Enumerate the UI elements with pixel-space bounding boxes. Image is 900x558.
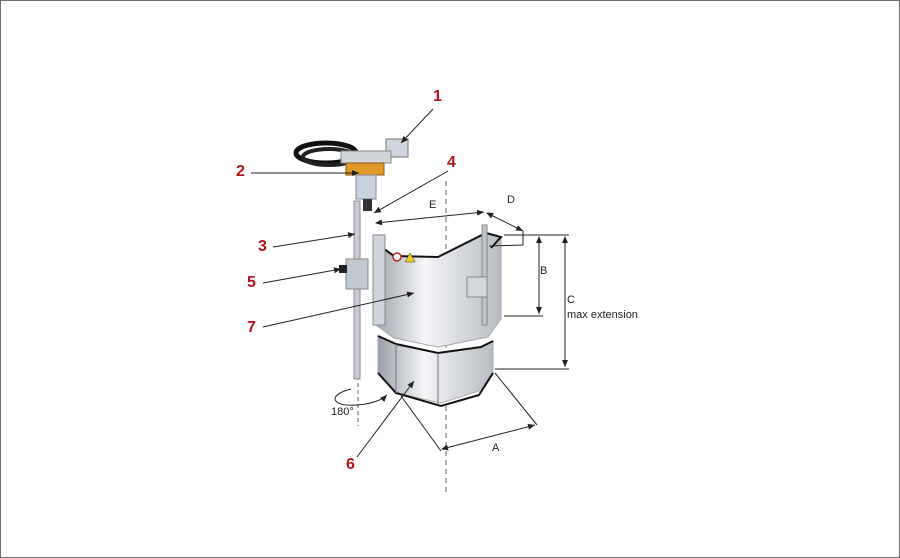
pole-clamp	[345, 258, 369, 290]
callout-5: 5	[247, 274, 256, 291]
clamp-knob	[339, 265, 347, 273]
shield-rod	[481, 224, 488, 326]
dim-D	[486, 212, 524, 232]
dim-label-D: D	[507, 194, 515, 206]
no-entry-icon	[392, 252, 402, 262]
leader-6	[356, 380, 415, 458]
pivot-housing	[355, 174, 377, 200]
rotation-arrow	[334, 388, 388, 406]
dim-label-C: C	[567, 294, 575, 306]
leader-5	[262, 267, 342, 284]
dim-label-max-extension: max extension	[567, 309, 638, 321]
callout-1: 1	[433, 88, 442, 105]
dim-label-E: E	[429, 199, 437, 211]
callout-3: 3	[258, 238, 267, 255]
dim-E	[375, 209, 485, 226]
callout-7: 7	[247, 319, 256, 336]
shield-clip	[466, 276, 488, 298]
clamp-body	[340, 150, 392, 164]
leader-7	[262, 291, 415, 328]
leader-1	[400, 108, 434, 144]
dim-label-B: B	[540, 265, 548, 277]
rotation-label: 180°	[331, 406, 354, 418]
pole	[353, 200, 361, 380]
hinge-plate	[372, 234, 386, 326]
leader-3	[272, 232, 356, 248]
callout-4: 4	[447, 154, 456, 171]
callout-2: 2	[236, 163, 245, 180]
leader-4	[373, 170, 449, 214]
lock-knob	[363, 199, 372, 211]
dim-label-A: A	[492, 442, 500, 454]
dim-A	[441, 423, 536, 451]
callout-6: 6	[346, 456, 355, 473]
warning-icon	[404, 252, 416, 263]
